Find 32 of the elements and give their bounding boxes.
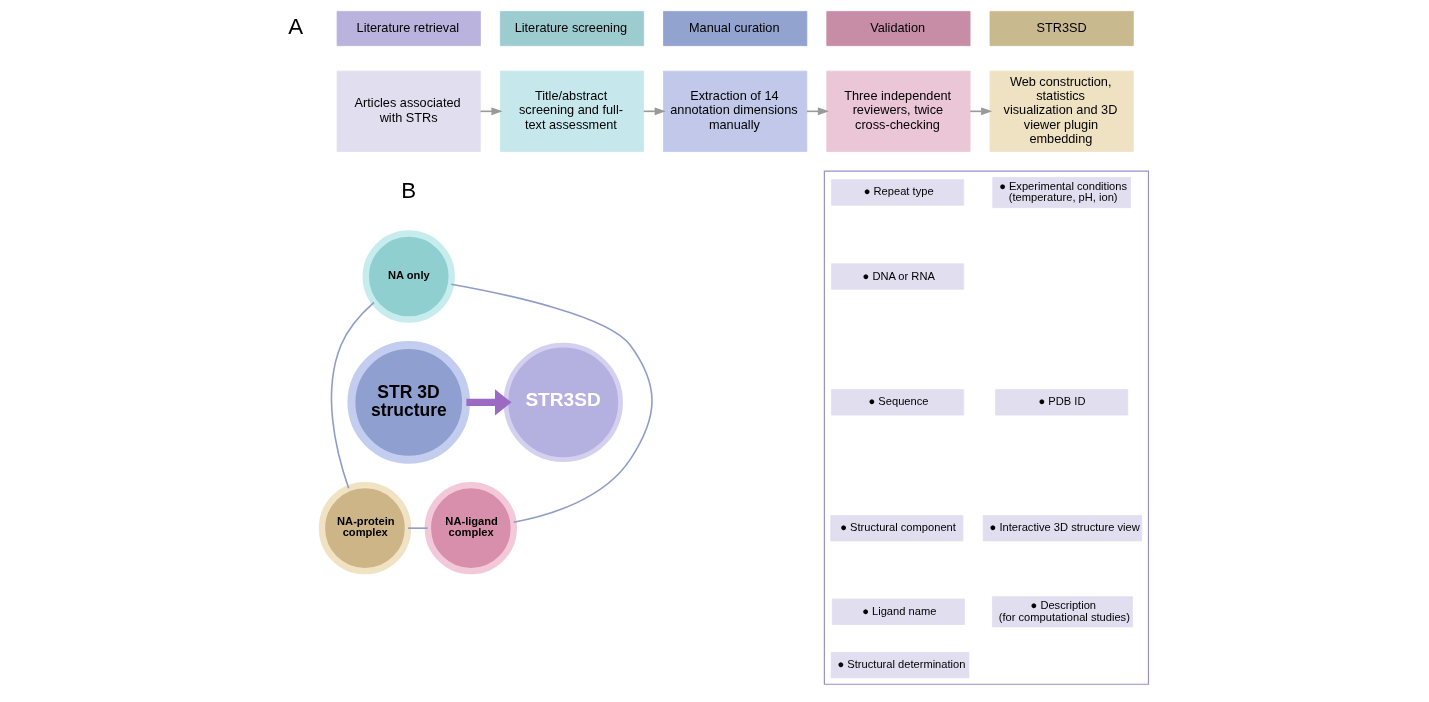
node-box: ● Description (for computational studies) [992, 596, 1133, 628]
node-box: Extraction of 14 annotation dimensions manually [663, 70, 808, 152]
node-box: ● Structural determination [830, 651, 970, 679]
node-box: ● PDB ID [995, 389, 1129, 416]
node-box: Validation [826, 11, 971, 47]
cluster [823, 170, 1150, 685]
node-box: ● Ligand name [831, 598, 965, 625]
connector [407, 527, 429, 529]
node-box: ● Repeat type [831, 179, 965, 206]
node-box: Web construction, statistics visualization and 3D viewer plugin embedding [989, 70, 1134, 152]
node-circle: STR3SD [503, 342, 623, 463]
node-box: ● Sequence [831, 389, 965, 416]
node-box: ● DNA or RNA [831, 263, 965, 290]
node-circle: NA only [362, 230, 455, 323]
node-circle: NA-ligand complex [424, 481, 518, 575]
node-box: Articles associated with STRs [336, 70, 481, 152]
connector [330, 301, 375, 489]
node-box: ● Experimental conditions (temperature, pH, ion) [992, 177, 1131, 209]
node-box: Literature retrieval [336, 11, 481, 47]
node-box: Literature screening [499, 11, 645, 47]
label: B [401, 178, 417, 204]
node-box: Three independent reviewers, twice cross-checking [826, 70, 971, 152]
node-circle: STR 3D structure [347, 341, 471, 464]
node-box: Manual curation [663, 11, 808, 47]
label: A [288, 14, 304, 40]
node-box: ● Structural component [830, 515, 964, 542]
node-box: Title/abstract screening and full-text assessment [499, 70, 645, 152]
node-box: ● Interactive 3D structure view [982, 515, 1143, 542]
connector [450, 283, 653, 523]
node-circle: NA-protein complex [318, 481, 412, 575]
arrow [466, 389, 512, 416]
node-box: STR3SD [989, 11, 1134, 47]
